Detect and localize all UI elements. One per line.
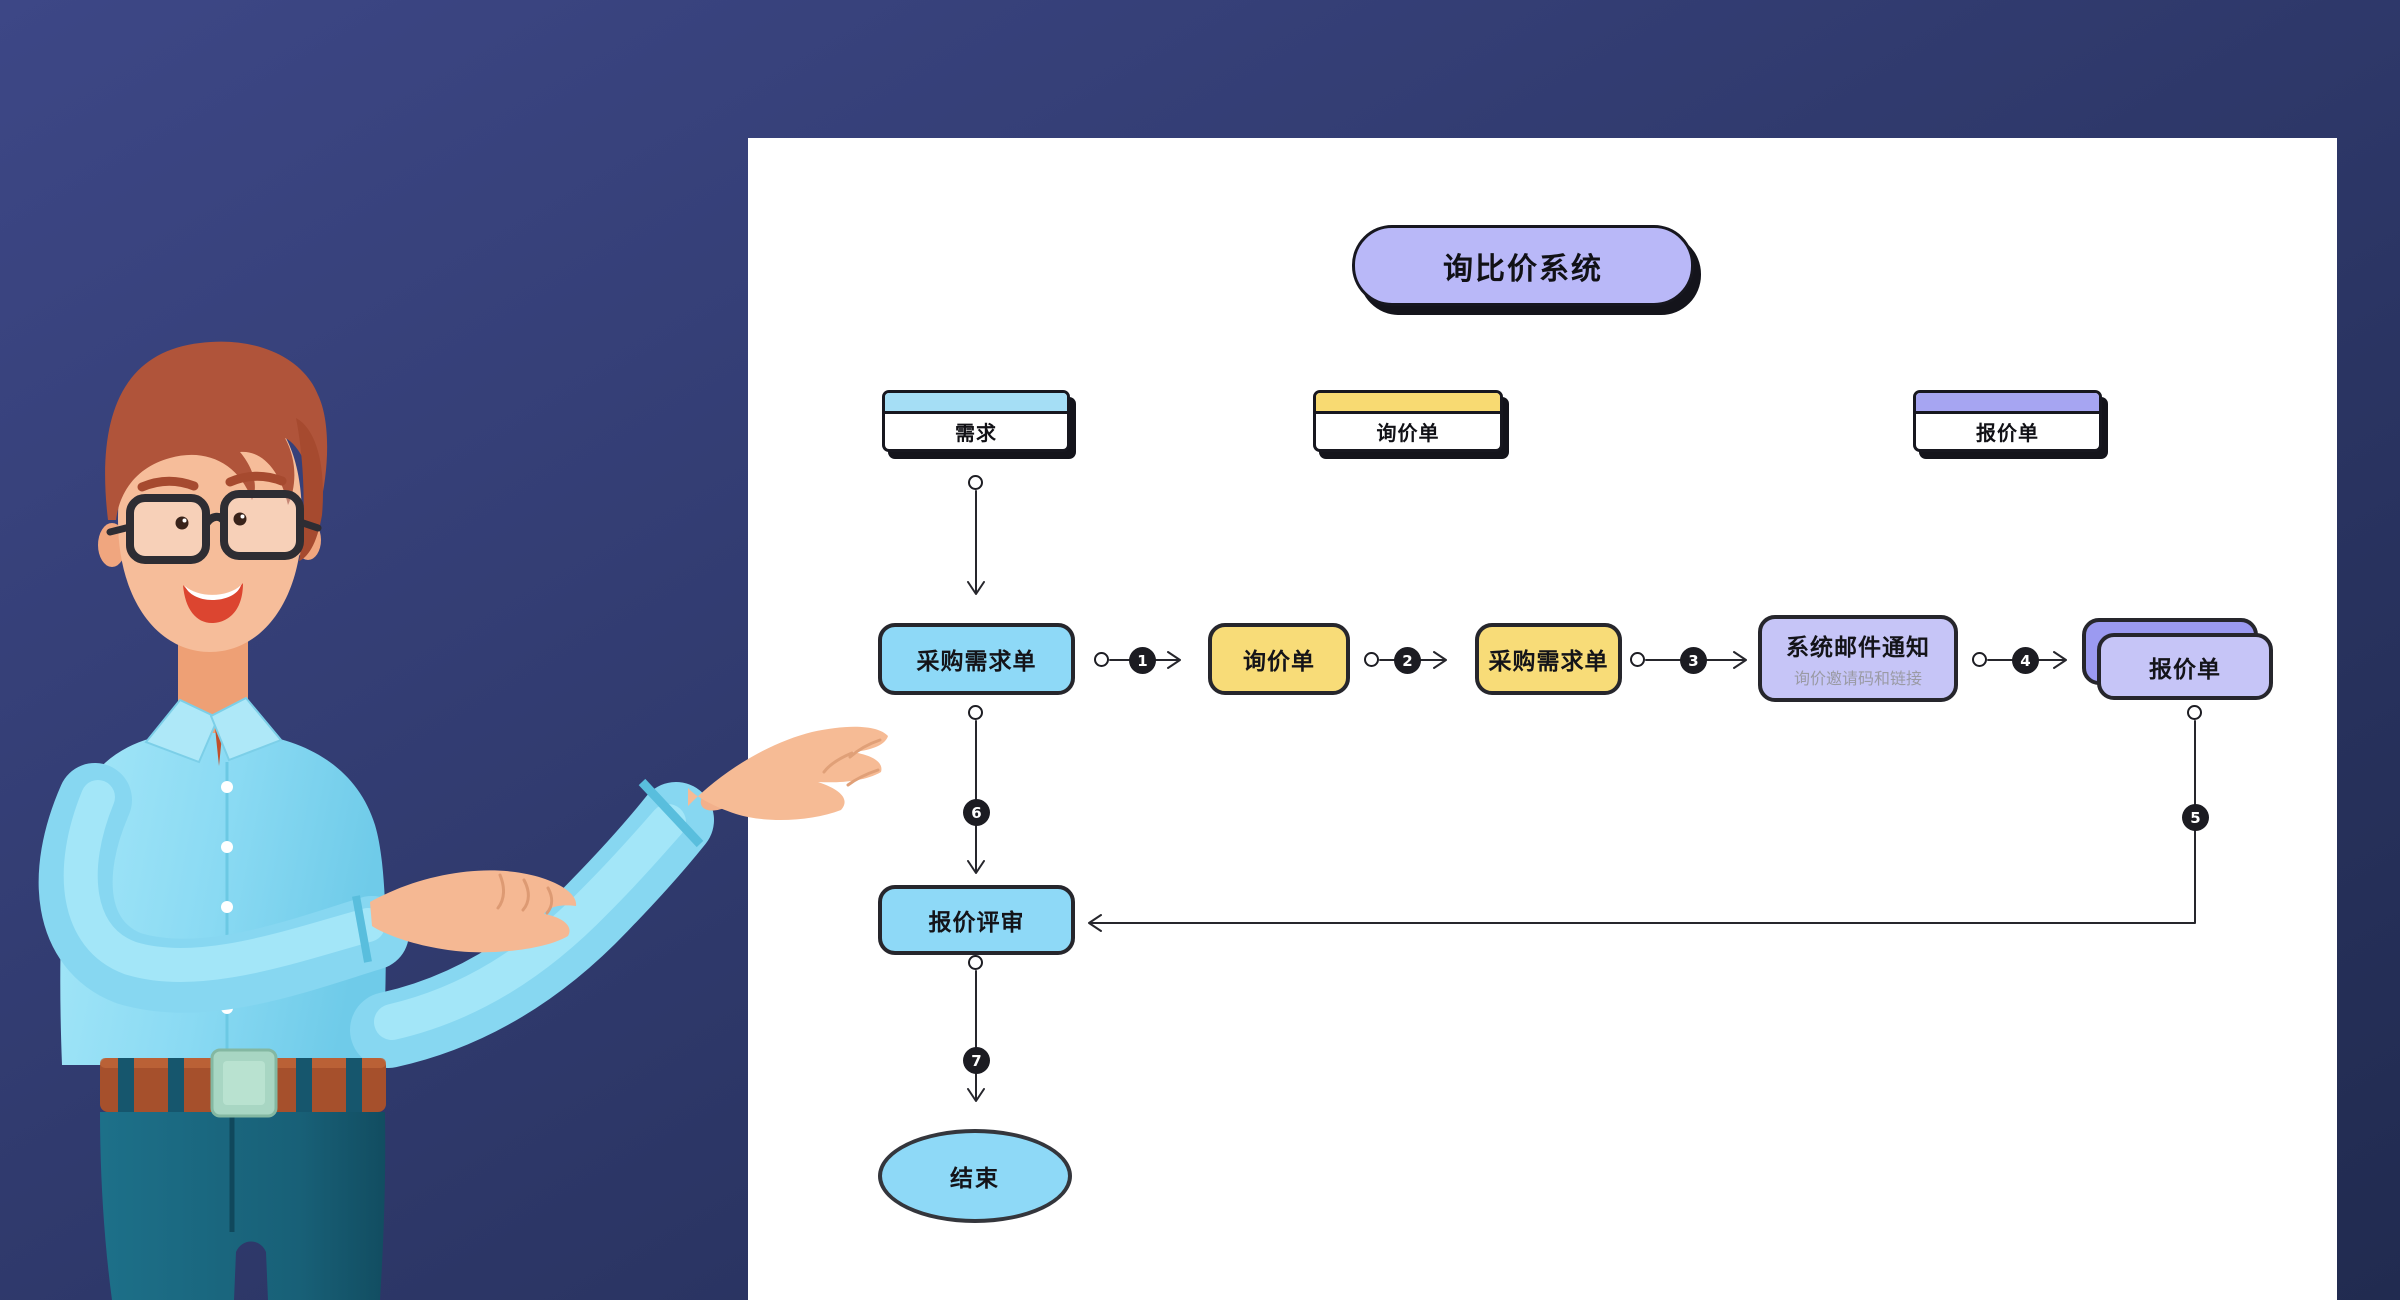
presenter-left-eyebrow — [137, 476, 199, 492]
presenter-mouth — [183, 583, 243, 623]
port-demand-out — [968, 475, 983, 490]
presenter-hair — [105, 341, 328, 520]
lane-box-inquiry: 询价单 — [1313, 390, 1503, 452]
presenter-lower-hand — [370, 870, 577, 953]
node-end-label: 结束 — [950, 1166, 1000, 1192]
lane-label-quote: 报价单 — [1976, 421, 2039, 445]
node-system-email-sublabel: 询价邀请码和链接 — [1793, 669, 1922, 688]
node-purchase-request-1-label: 采购需求单 — [916, 649, 1037, 675]
connector-lines — [967, 490, 2196, 1102]
step-number-7: 7 — [971, 1051, 982, 1070]
lane-strip-quote — [1916, 393, 2099, 414]
presenter-raised-hand — [688, 726, 888, 820]
presenter-illustration — [38, 341, 888, 1300]
port-review-out — [968, 955, 983, 970]
node-system-email: 系统邮件通知 询价邀请码和链接 — [1758, 615, 1958, 702]
lane-box-demand: 需求 — [882, 390, 1070, 452]
presenter-belt — [100, 1048, 386, 1118]
step-badge-6: 6 — [963, 799, 990, 826]
lane-strip-demand — [885, 393, 1067, 414]
step-number-1: 1 — [1137, 651, 1148, 670]
lane-box-quote: 报价单 — [1913, 390, 2102, 452]
diagram-title-label: 询比价系统 — [1443, 251, 1603, 287]
presenter-right-eyebrow — [225, 471, 287, 487]
presenter-left-eye — [175, 516, 189, 530]
presenter-right-eye — [233, 512, 247, 526]
flowchart-canvas: 询比价系统 需求 询价单 报价单 1 2 3 4 5 6 — [748, 138, 2337, 1300]
lane-strip-inquiry — [1316, 393, 1500, 414]
node-inquiry-form: 询价单 — [1208, 623, 1350, 695]
node-purchase-request-1: 采购需求单 — [878, 623, 1075, 695]
presenter-glasses — [106, 490, 322, 564]
presenter-raised-arm — [350, 726, 888, 1068]
presenter-crossed-arm — [38, 763, 577, 1013]
presenter-pants — [100, 1112, 386, 1300]
presenter-head — [98, 341, 328, 652]
step-number-6: 6 — [971, 803, 982, 822]
lane-label-inquiry: 询价单 — [1376, 421, 1440, 445]
step-badge-3: 3 — [1680, 647, 1707, 674]
step-number-4: 4 — [2020, 651, 2031, 670]
step-number-2: 2 — [1402, 651, 1413, 670]
step-badge-5: 5 — [2182, 804, 2209, 831]
node-system-email-label: 系统邮件通知 — [1786, 635, 1930, 661]
node-purchase-request-2: 采购需求单 — [1475, 623, 1622, 695]
port-step1-start — [1094, 652, 1109, 667]
node-quotation: 报价单 — [2097, 633, 2273, 700]
port-step3-start — [1630, 652, 1645, 667]
port-quote-out — [2187, 705, 2202, 720]
step-badge-1: 1 — [1129, 647, 1156, 674]
diagram-title: 询比价系统 — [1352, 225, 1694, 306]
node-quotation-label: 报价单 — [2149, 656, 2221, 683]
step-badge-2: 2 — [1394, 647, 1421, 674]
step-number-5: 5 — [2190, 808, 2201, 827]
step-badge-7: 7 — [963, 1047, 990, 1074]
port-pr1-out — [968, 705, 983, 720]
node-quote-review: 报价评审 — [878, 885, 1075, 955]
step-badge-4: 4 — [2012, 647, 2039, 674]
step-number-3: 3 — [1688, 651, 1699, 670]
node-quote-review-label: 报价评审 — [928, 910, 1025, 936]
node-end: 结束 — [878, 1129, 1072, 1223]
node-purchase-request-2-label: 采购需求单 — [1488, 649, 1609, 675]
port-step2-start — [1364, 652, 1379, 667]
node-inquiry-form-label: 询价单 — [1243, 649, 1315, 675]
port-step4-start — [1972, 652, 1987, 667]
lane-label-demand: 需求 — [955, 421, 997, 445]
